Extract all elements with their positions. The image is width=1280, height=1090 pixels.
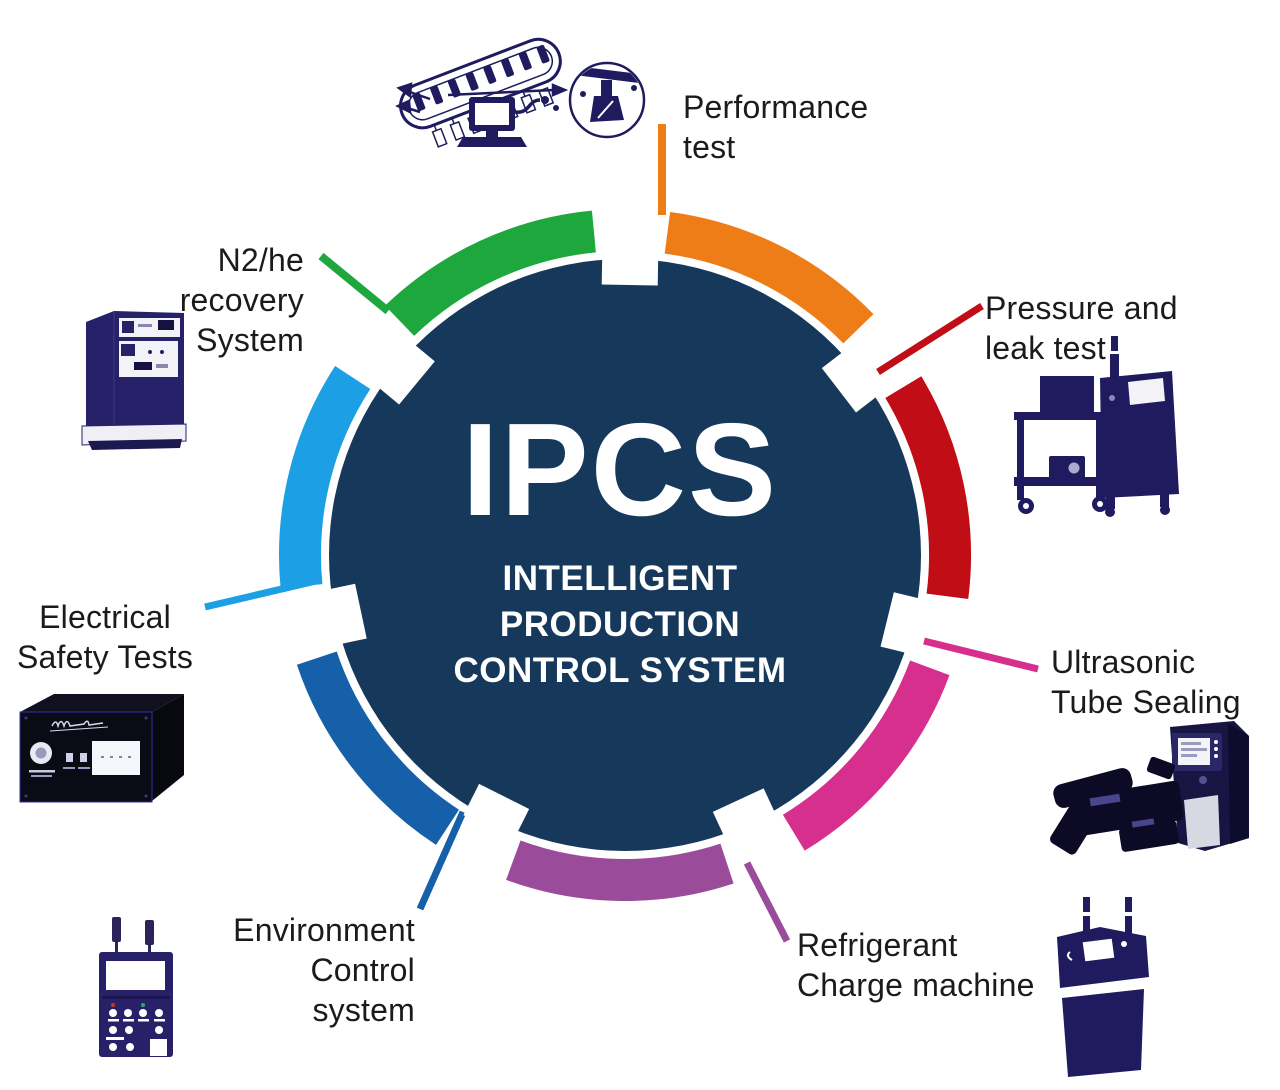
label-n2-he-recovery-system: N2/he recovery System: [88, 240, 304, 360]
center-circle: [329, 259, 921, 851]
circle-notch-0: [601, 249, 659, 286]
segment-arc-ultrasonic-tube-sealing: [782, 660, 950, 851]
segment-arc-electrical-safety-tests: [279, 366, 371, 589]
label-n2-he-recovery-system-line2: System: [196, 322, 304, 358]
circle-notch-5: [320, 583, 367, 646]
center-subtitle-line2: PRODUCTION: [499, 605, 741, 644]
segment-arc-performance-test: [664, 211, 874, 344]
segment-arc-refrigerant-charge-machine: [506, 840, 734, 902]
label-environment-control-system-line1: Environment: [233, 912, 415, 948]
label-environment-control-system-line2: Control system: [310, 952, 415, 1028]
wheel-layer: [204, 124, 1039, 943]
connector-ultrasonic-tube-sealing: [923, 637, 1039, 673]
performance-test-illustration: [395, 37, 646, 148]
connector-n2-he-recovery-system: [318, 252, 391, 315]
circle-notch-3: [712, 788, 779, 844]
label-electrical-safety-tests-line1: Electrical: [39, 599, 171, 635]
segment-arc-n2-he-recovery-system: [385, 210, 597, 337]
label-environment-control-system: Environment Control system: [203, 910, 415, 1030]
label-electrical-safety-tests: Electrical Safety Tests: [15, 597, 195, 677]
label-electrical-safety-tests-line2: Safety Tests: [16, 639, 194, 675]
label-refrigerant-charge-machine-line1: Refrigerant: [797, 927, 958, 963]
label-refrigerant-charge-machine-line2: Charge machine: [797, 967, 1035, 1003]
ultrasonic-tube-sealing-machine: [1049, 721, 1249, 855]
label-ultrasonic-tube-sealing-line2: Tube Sealing: [1051, 684, 1241, 720]
connector-pressure-leak-test: [876, 303, 984, 375]
label-performance-test-line2: test: [683, 129, 736, 165]
center-subtitle: INTELLIGENT PRODUCTION CONTROL SYSTEM: [453, 556, 786, 694]
circle-notch-6: [372, 339, 435, 405]
center-subtitle-line3: CONTROL SYSTEM: [453, 651, 787, 690]
segment-arc-pressure-leak-test: [885, 376, 972, 599]
label-pressure-leak-test-line2: leak test: [985, 330, 1106, 366]
circle-notch-4: [463, 783, 530, 841]
pressure-leak-test-machine: [1014, 336, 1179, 517]
circle-notch-2: [880, 592, 928, 655]
connector-refrigerant-charge-machine: [743, 861, 791, 943]
label-n2-he-recovery-system-line1: N2/he recovery: [179, 242, 304, 318]
environment-meter: [99, 917, 173, 1057]
label-pressure-leak-test-line1: Pressure and: [985, 290, 1178, 326]
circle-notch-1: [821, 346, 884, 413]
segment-arc-environment-control-system: [296, 651, 460, 845]
label-pressure-leak-test: Pressure and leak test: [985, 288, 1178, 368]
label-performance-test-line1: Performance: [683, 89, 869, 125]
connector-environment-control-system: [416, 810, 467, 911]
label-ultrasonic-tube-sealing: Ultrasonic Tube Sealing: [1051, 642, 1241, 722]
n2-recovery-cabinet: [81, 311, 187, 450]
refrigerant-charge-machine-illustration: [1057, 897, 1149, 1077]
label-ultrasonic-tube-sealing-line1: Ultrasonic: [1051, 644, 1196, 680]
center-subtitle-line1: INTELLIGENT: [502, 559, 738, 598]
label-refrigerant-charge-machine: Refrigerant Charge machine: [797, 925, 1035, 1005]
electrical-safety-tester: [19, 694, 184, 803]
label-performance-test: Performance test: [683, 87, 868, 167]
center-title: IPCS: [461, 396, 779, 543]
